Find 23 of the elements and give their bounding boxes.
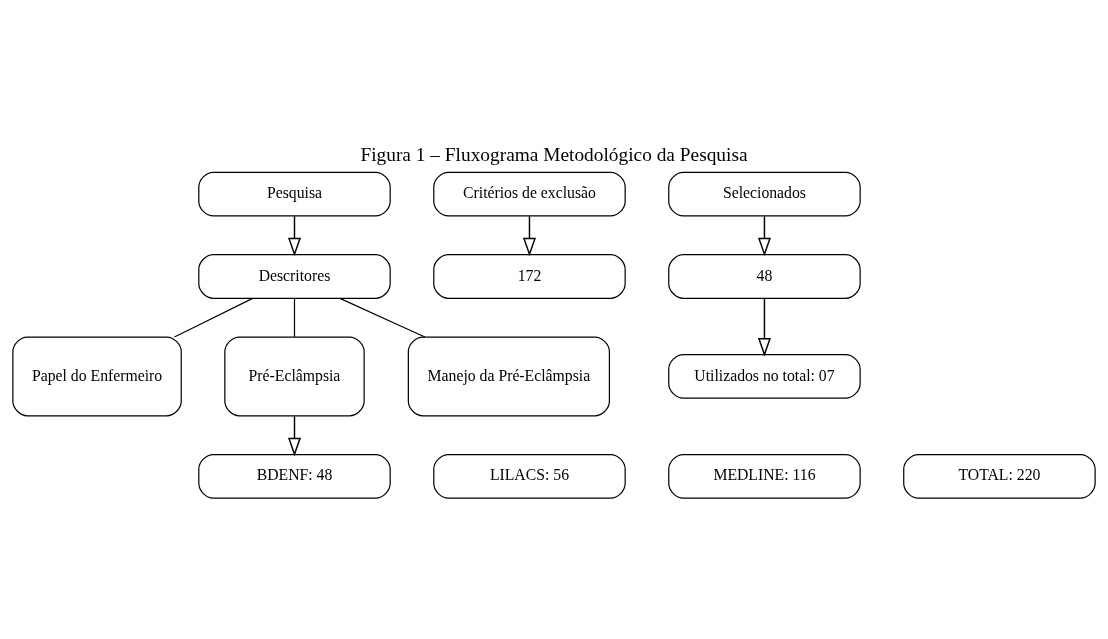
node-box: Utilizados no total: 07 xyxy=(668,354,861,399)
node-box: Selecionados xyxy=(668,171,861,217)
node-box: TOTAL: 220 xyxy=(903,453,1096,499)
node-box: 48 xyxy=(668,254,861,299)
node-box: Descritores xyxy=(198,254,391,299)
node-box: Critérios de exclusão xyxy=(433,171,626,217)
arrow xyxy=(757,297,771,357)
node-box: MEDLINE: 116 xyxy=(668,453,861,499)
arrow xyxy=(287,215,302,257)
connector xyxy=(339,297,426,338)
arrow xyxy=(287,415,302,457)
diagram-title: Figura 1 – Fluxograma Metodológico da Pesquisa xyxy=(360,144,748,166)
arrow xyxy=(522,215,536,257)
node-box: Pesquisa xyxy=(198,171,391,217)
node-box: BDENF: 48 xyxy=(198,453,391,499)
connector xyxy=(293,297,296,338)
node-box: 172 xyxy=(433,254,626,299)
node-box: Manejo da Pré-Eclâmpsia xyxy=(407,336,610,417)
node-box: Pré-Eclâmpsia xyxy=(224,336,365,417)
node-box: LILACS: 56 xyxy=(433,453,626,499)
node-box: Papel do Enfermeiro xyxy=(12,336,182,417)
connector xyxy=(173,297,254,338)
arrow xyxy=(757,215,771,257)
